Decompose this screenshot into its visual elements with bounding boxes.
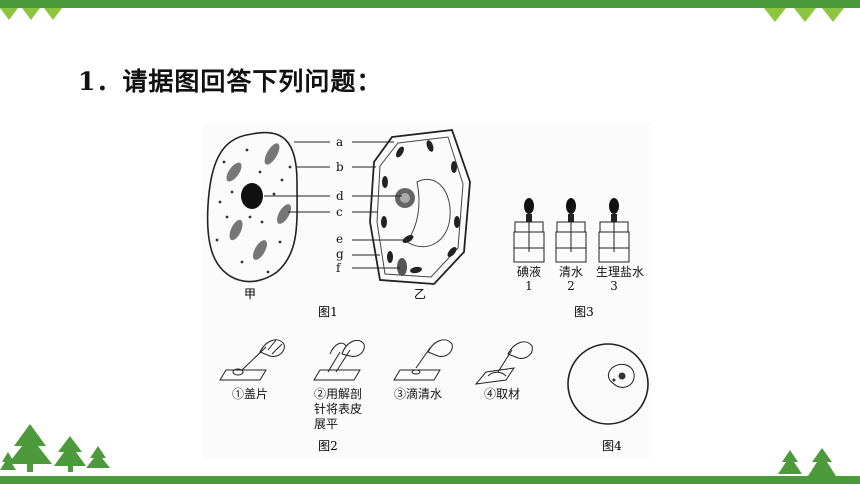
bottle-3-number: 3	[610, 279, 618, 293]
bottle-3-name: 生理盐水	[596, 265, 644, 279]
bottle-3	[598, 198, 630, 263]
label-f: f	[336, 261, 342, 275]
animal-cell-diagram: 甲	[206, 131, 330, 301]
bottom-green-bar	[0, 476, 860, 484]
label-c: c	[336, 205, 343, 219]
step-4-illustration	[474, 341, 533, 385]
top-right-decoration	[764, 8, 844, 22]
bottle-1	[513, 198, 545, 263]
step-3-line-1: ③滴清水	[394, 386, 442, 401]
bottle-2-number: 2	[567, 279, 575, 293]
step-1-line-1: ①盖片	[232, 387, 268, 401]
cell-yi-label: 乙	[414, 287, 426, 301]
label-e: e	[336, 232, 343, 246]
cell-jia-label: 甲	[244, 287, 256, 301]
dropper-bottles	[513, 198, 630, 263]
biology-figure: 甲	[202, 122, 652, 458]
label-a: a	[336, 135, 343, 149]
microscope-field	[567, 343, 649, 425]
bottom-right-trees	[778, 448, 836, 476]
procedure-illustrations	[219, 339, 533, 385]
plant-cell-diagram: 乙	[352, 129, 471, 301]
top-left-decoration	[0, 8, 62, 20]
bottle-1-number: 1	[525, 279, 533, 293]
top-green-bar	[0, 0, 860, 8]
label-d: d	[336, 189, 344, 203]
bottle-1-name: 碘液	[517, 264, 541, 279]
step-2-line-1: ②用解剖	[314, 387, 362, 401]
figure3-caption: 图3	[574, 305, 594, 319]
bottle-2	[555, 198, 587, 263]
step-1-illustration	[219, 339, 285, 381]
step-2-line-2: 针将表皮	[314, 401, 362, 416]
step-4-line-1: ④取材	[484, 387, 520, 401]
label-g: g	[336, 247, 344, 261]
question-title: 1．请据图回答下列问题：	[78, 67, 383, 96]
figure1-labels: a b d c e g f	[336, 135, 344, 275]
bottle-2-name: 清水	[559, 265, 583, 279]
figure1-caption: 图1	[318, 305, 338, 319]
label-b: b	[336, 160, 344, 174]
bottom-left-trees	[0, 424, 110, 472]
step-2-line-3: 展平	[314, 417, 338, 431]
figure2-caption: 图2	[318, 439, 338, 453]
step-2-illustration	[313, 339, 365, 381]
figure4-caption: 图4	[602, 439, 622, 453]
step-3-illustration	[393, 339, 453, 381]
